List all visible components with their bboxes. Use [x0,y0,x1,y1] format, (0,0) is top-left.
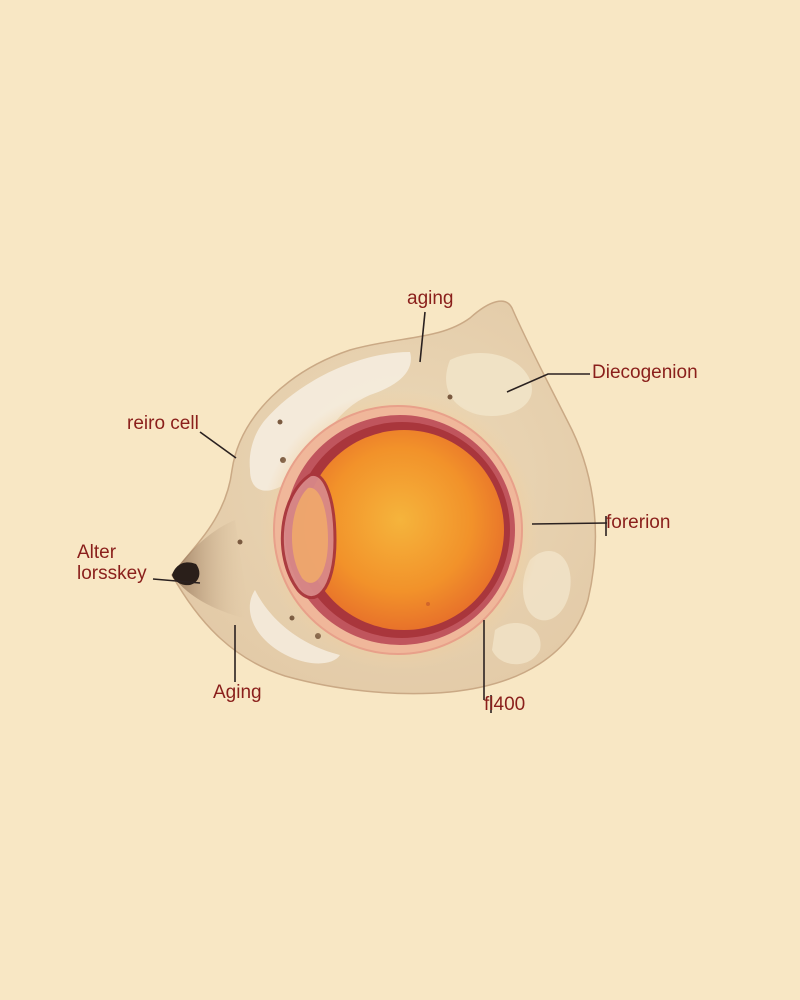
label-reiro-cell: reiro cell [127,413,199,435]
leader-line-forerion [532,523,607,524]
leader-line-reiro-cell [200,432,236,458]
label-alter-line1: Alter [77,542,116,564]
label-aging-bottom: Aging [213,682,262,704]
eye-highlight-dot [426,602,430,606]
label-alter-line2: lorsskey [77,563,147,585]
pale-patch-bottom [492,623,541,664]
label-forerion: forerion [606,512,670,534]
label-diecogenion: Diecogenion [592,362,698,384]
label-aging-top: aging [407,288,454,310]
label-fl400: fl400 [484,694,525,716]
